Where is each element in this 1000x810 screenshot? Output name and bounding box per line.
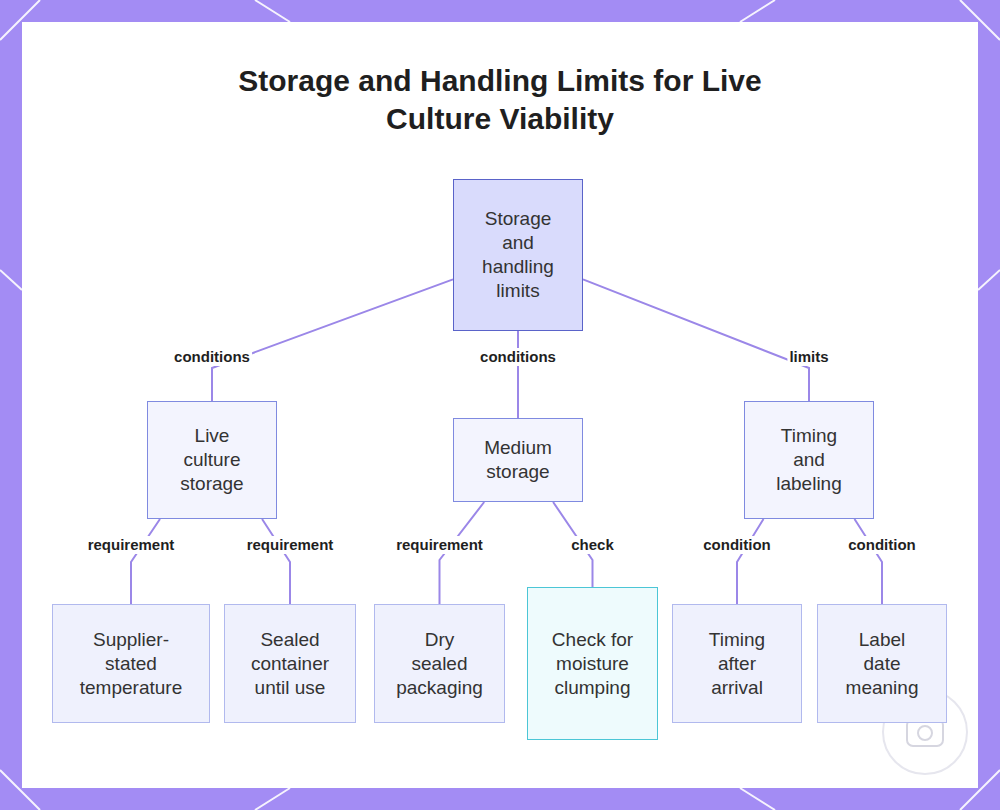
corner-line (740, 0, 775, 22)
edge-label: conditions (478, 348, 558, 366)
box-text-group: Live culture storage (170, 424, 254, 496)
camera-icon (907, 719, 943, 746)
edge-label: condition (846, 536, 918, 554)
leaf-box: Timing after arrival (672, 604, 802, 723)
leaf-box: Dry sealed packaging (374, 604, 505, 723)
connector-line (737, 519, 764, 604)
box-text-group: Storage and handling limits (476, 207, 560, 303)
camera-lens (918, 726, 932, 740)
highlighted-box: Check for moisture clumping (527, 587, 658, 740)
connector-line (262, 519, 290, 604)
box-text-group: Label date meaning (846, 628, 919, 700)
edge-label: conditions (172, 348, 252, 366)
box-label: Timing after arrival (695, 628, 779, 700)
corner-line (255, 0, 290, 22)
leaf-box: Sealed container until use (224, 604, 356, 723)
box-label: Timing and labeling (767, 424, 851, 496)
edge-label: limits (787, 348, 830, 366)
diagram-title: Storage and Handling Limits for Live Cul… (210, 62, 790, 138)
box-label: Supplier-stated temperature (75, 628, 187, 700)
box-label: Live culture storage (170, 424, 254, 496)
corner-line (0, 270, 22, 290)
box-text-group: Timing after arrival (695, 628, 779, 700)
box-text-group: Dry sealed packaging (396, 628, 483, 700)
box-text-group: Medium storage (476, 436, 560, 484)
box-text-group: Supplier-stated temperature (75, 628, 187, 700)
edge-label: condition (701, 536, 773, 554)
box-label: Sealed container until use (247, 628, 333, 700)
box-label: Dry sealed packaging (396, 628, 483, 700)
box-label: Medium storage (476, 436, 560, 484)
corner-line (255, 788, 290, 810)
connector-line (855, 519, 883, 604)
edge-label: requirement (86, 536, 177, 554)
category-box: Medium storage (453, 418, 583, 502)
edge-label: requirement (394, 536, 485, 554)
category-box: Live culture storage (147, 401, 277, 519)
corner-line (740, 788, 775, 810)
edge-label: check (569, 536, 616, 554)
edge-label: requirement (245, 536, 336, 554)
leaf-box: Label date meaning (817, 604, 947, 723)
connector-line (212, 279, 453, 401)
box-text-group: Sealed container until use (247, 628, 333, 700)
box-label: Storage and handling limits (476, 207, 560, 303)
connector-line (131, 519, 160, 604)
connector-line (517, 331, 519, 418)
box-label: Label date meaning (846, 628, 919, 700)
leaf-box: Supplier-stated temperature (52, 604, 210, 723)
category-box: Timing and labeling (744, 401, 874, 519)
root-box: Storage and handling limits (453, 179, 583, 331)
box-text-group: Check for moisture clumping (550, 628, 635, 700)
corner-line (978, 270, 1000, 290)
box-label: Check for moisture clumping (550, 628, 635, 700)
box-text-group: Timing and labeling (767, 424, 851, 496)
connector-line (583, 279, 809, 401)
